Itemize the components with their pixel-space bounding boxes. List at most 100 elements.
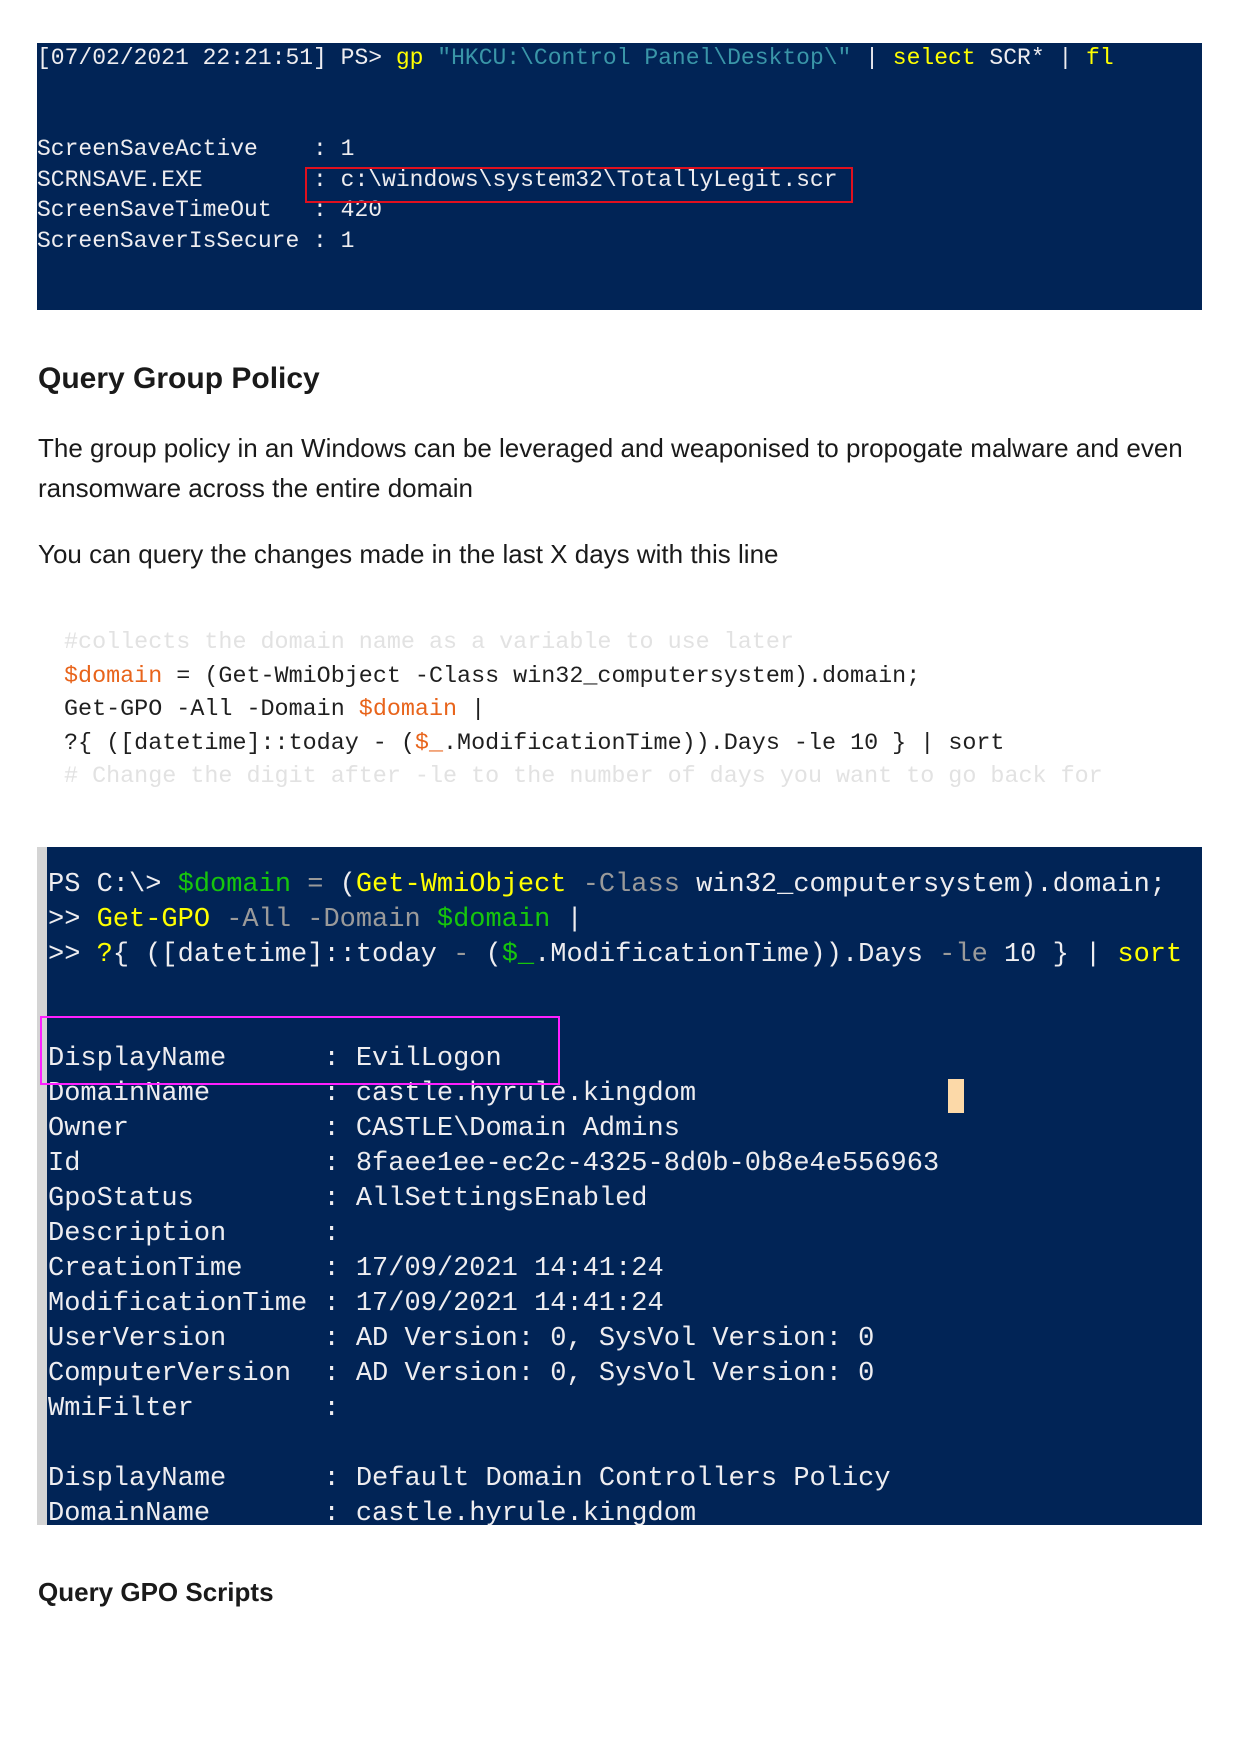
value: : 17/09/2021 14:41:24 — [323, 1289, 664, 1319]
terminal-screenshot-screensaver: [07/02/2021 22:21:51] PS> gp "HKCU:\Cont… — [37, 43, 1202, 310]
prompt: >> — [48, 940, 97, 970]
value: : AD Version: 0, SysVol Version: 0 — [323, 1324, 875, 1354]
cmd: select — [892, 45, 976, 71]
key: GpoStatus — [48, 1184, 324, 1214]
value: : CASTLE\Domain Admins — [323, 1114, 680, 1144]
parameter: -All -Domain — [210, 905, 421, 935]
code-variable: $_ — [414, 730, 443, 757]
output-row: DisplayName : EvilLogon — [48, 1042, 502, 1077]
highlight-box-red — [305, 167, 853, 203]
text: | — [550, 905, 583, 935]
code-line: Get-GPO -All -Domain $domain | — [64, 694, 1103, 728]
cmd: gp — [395, 45, 424, 71]
key: DisplayName — [48, 1044, 324, 1074]
operator: = — [291, 870, 340, 900]
parameter: -Class — [566, 870, 680, 900]
value: : EvilLogon — [323, 1044, 502, 1074]
cmdlet: sort — [1117, 940, 1183, 970]
text: 10 } | — [987, 940, 1118, 970]
output-row: ScreenSaverIsSecure : 1 — [37, 226, 354, 257]
code-line: $domain = (Get-WmiObject -Class win32_co… — [64, 661, 1103, 695]
output-row: WmiFilter : — [48, 1392, 340, 1427]
code-line: ?{ ([datetime]::today - ($_.Modification… — [64, 728, 1103, 762]
output-row: Description : — [48, 1217, 340, 1252]
key: ScreenSaverIsSecure — [37, 227, 314, 254]
prompt: >> — [48, 905, 97, 935]
prompt: PS C:\> — [48, 870, 178, 900]
pipe: | — [851, 45, 893, 71]
text: win32_computersystem).domain; — [679, 870, 1167, 900]
value: : AD Version: 0, SysVol Version: 0 — [323, 1359, 875, 1389]
code-comment: #collects the domain name as a variable … — [64, 630, 794, 656]
key: ScreenSaveTimeOut — [37, 197, 314, 223]
output-row: DisplayName : Default Domain Controllers… — [48, 1462, 891, 1497]
text: { ([datetime]::today — [112, 940, 454, 970]
text: .ModificationTime)).Days — [534, 940, 940, 970]
cmd-arg: SCR* — [975, 45, 1059, 71]
value: : — [323, 1219, 340, 1249]
cmdlet: Get-WmiObject — [355, 870, 567, 900]
key: UserVersion — [48, 1324, 324, 1354]
value: : c:\windows\system32\TotallyLegit.scr — [313, 166, 838, 193]
key: ModificationTime — [48, 1289, 324, 1319]
key: Description — [48, 1219, 324, 1249]
variable: $domain — [436, 905, 551, 935]
operator: - — [453, 940, 470, 970]
code-comment: # Change the digit after -le to the numb… — [64, 764, 1103, 790]
code-variable: $domain — [64, 663, 163, 690]
key: ScreenSaveActive — [37, 136, 314, 162]
value: : 1 — [313, 227, 355, 254]
key: ComputerVersion — [48, 1359, 324, 1389]
output-row: GpoStatus : AllSettingsEnabled — [48, 1182, 648, 1217]
highlight-box-magenta — [40, 1016, 560, 1085]
code-block: #collects the domain name as a variable … — [64, 627, 1103, 795]
key: Owner — [48, 1114, 324, 1144]
text — [421, 905, 437, 935]
key: WmiFilter — [48, 1394, 324, 1424]
code-text: = (Get-WmiObject -Class win32_computersy… — [162, 663, 921, 690]
code-text: | — [457, 697, 486, 723]
prompt: [07/02/2021 22:21:51] PS> — [37, 45, 396, 71]
code-variable: $domain — [358, 697, 458, 723]
value: : 8faee1ee-ec2c-4325-8d0b-0b8e4e556963 — [323, 1149, 940, 1179]
output-row: Owner : CASTLE\Domain Admins — [48, 1112, 680, 1147]
terminal-screenshot-gpo: PS C:\> $domain = (Get-WmiObject -Class … — [37, 847, 1202, 1525]
pipe: | — [1058, 45, 1087, 71]
text-cursor — [948, 1079, 964, 1113]
window-edge — [37, 847, 47, 1525]
output-row: ComputerVersion : AD Version: 0, SysVol … — [48, 1357, 874, 1392]
code-text: Get-GPO -All -Domain — [64, 697, 359, 723]
output-row: ModificationTime : 17/09/2021 14:41:24 — [48, 1287, 664, 1322]
paragraph: You can query the changes made in the la… — [38, 539, 779, 569]
value: : — [323, 1394, 340, 1424]
alias: ? — [96, 940, 113, 970]
text: ( — [339, 870, 356, 900]
value: : AllSettingsEnabled — [323, 1184, 648, 1214]
variable: $domain — [177, 870, 292, 900]
code-text: .ModificationTime)).Days -le 10 } | sort — [443, 730, 1005, 757]
cmdlet: Get-GPO — [96, 905, 211, 935]
key: Id — [48, 1149, 324, 1179]
key: DomainName — [48, 1499, 324, 1525]
code-text: ?{ ([datetime]::today - ( — [64, 730, 415, 757]
value: : 17/09/2021 14:41:24 — [323, 1254, 664, 1284]
value: : Default Domain Controllers Policy — [323, 1464, 891, 1494]
paragraph: The group policy in an Windows can be le… — [38, 433, 1183, 503]
key: CreationTime — [48, 1254, 324, 1284]
parameter: -le — [939, 940, 988, 970]
section-heading: Query GPO Scripts — [38, 1577, 274, 1607]
output-row: UserVersion : AD Version: 0, SysVol Vers… — [48, 1322, 874, 1357]
cmd: fl — [1086, 45, 1114, 71]
text: ( — [469, 940, 502, 970]
output-row: CreationTime : 17/09/2021 14:41:24 — [48, 1252, 664, 1287]
key: DisplayName — [48, 1464, 324, 1494]
output-row: SCRNSAVE.EXE : c:\windows\system32\Total… — [37, 165, 838, 196]
value: : 1 — [313, 136, 355, 162]
command-line: PS C:\> $domain = (Get-WmiObject -Class … — [48, 868, 1166, 903]
section-heading: Query Group Policy — [38, 362, 320, 395]
output-row: Id : 8faee1ee-ec2c-4325-8d0b-0b8e4e55696… — [48, 1147, 939, 1182]
value: : castle.hyrule.kingdom — [323, 1499, 697, 1525]
output-row: DomainName : castle.hyrule.kingdom — [48, 1497, 696, 1525]
key: SCRNSAVE.EXE — [37, 166, 314, 193]
command-line: >> Get-GPO -All -Domain $domain | — [48, 903, 583, 938]
